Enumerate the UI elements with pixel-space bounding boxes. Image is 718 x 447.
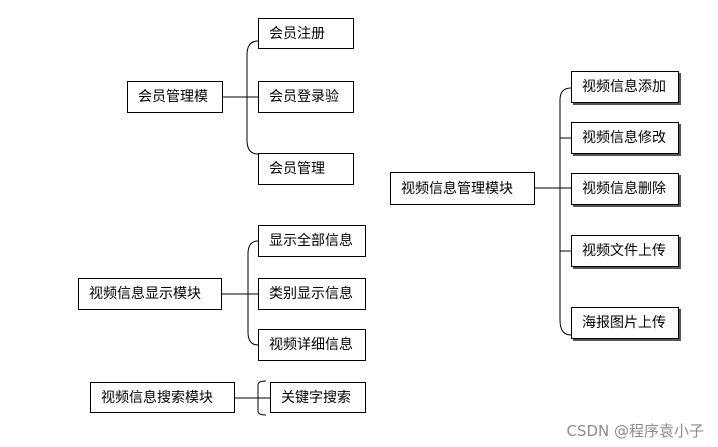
connector-manage <box>535 87 572 336</box>
node-video-delete: 视频信息删除 <box>571 173 679 205</box>
connector-search <box>235 380 270 416</box>
watermark: CSDN @程序袁小子 <box>566 422 704 440</box>
node-video-edit: 视频信息修改 <box>571 122 679 154</box>
node-keyword-search: 关键字搜索 <box>270 382 366 413</box>
node-video-detail: 视频详细信息 <box>258 329 366 361</box>
module-video-search: 视频信息搜索模块 <box>90 382 235 413</box>
module-member-management: 会员管理模 <box>127 81 223 113</box>
connector-display <box>222 240 259 346</box>
node-member-login: 会员登录验 <box>258 81 354 113</box>
node-member-register: 会员注册 <box>258 18 354 49</box>
node-member-manage: 会员管理 <box>258 153 354 185</box>
module-video-manage: 视频信息管理模块 <box>390 172 535 205</box>
node-video-file-upload: 视频文件上传 <box>571 235 679 267</box>
connector-member <box>223 40 259 155</box>
node-show-all: 显示全部信息 <box>258 225 366 257</box>
node-poster-upload: 海报图片上传 <box>571 307 679 339</box>
node-category-show: 类别显示信息 <box>258 278 366 310</box>
module-video-display: 视频信息显示模块 <box>78 278 222 310</box>
node-video-add: 视频信息添加 <box>571 71 679 103</box>
